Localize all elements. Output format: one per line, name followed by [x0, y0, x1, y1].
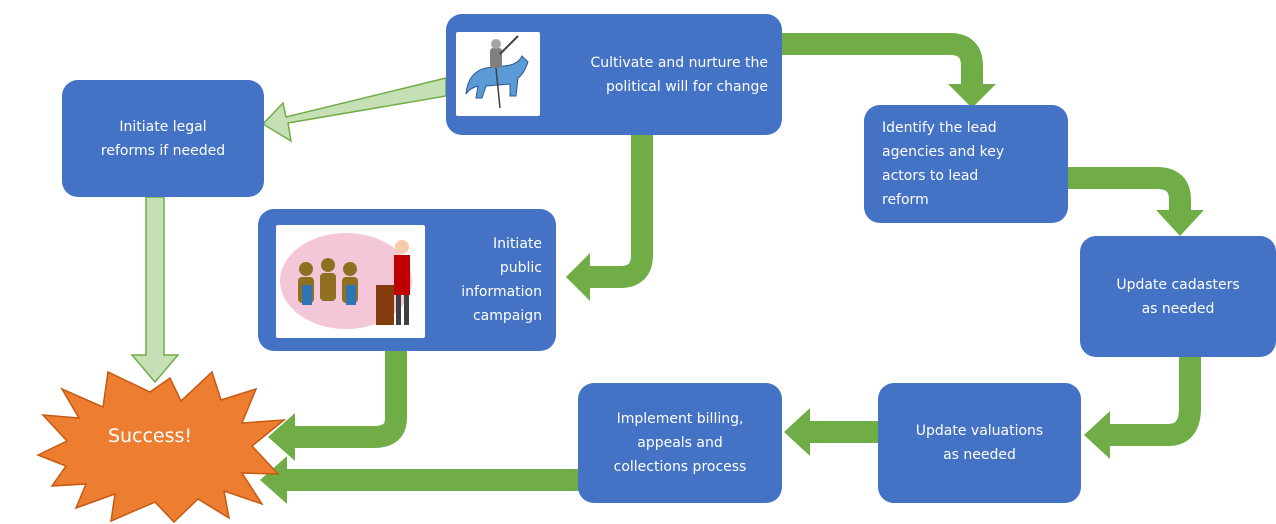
arrowhead-success-mid — [268, 413, 295, 461]
presentation-audience-icon — [276, 225, 425, 338]
success-label: Success! — [107, 425, 193, 447]
arrow-public-to-success — [293, 350, 407, 448]
arrow-political-to-lead — [782, 33, 983, 85]
node-valuations-label: Update valuations as needed — [915, 423, 1044, 463]
arrow-political-to-legal — [261, 77, 447, 143]
node-cadasters: Update cadasters as needed — [1080, 236, 1276, 357]
node-lead-agencies: Identify the lead agencies and key actor… — [864, 105, 1068, 223]
node-public-info-label: Initiate public information campaign — [461, 236, 542, 324]
node-political-will-label: Cultivate and nurture the political will… — [590, 54, 768, 95]
arrowhead-success-bottom — [260, 456, 287, 504]
arrowhead-billing — [784, 408, 810, 456]
node-valuations: Update valuations as needed — [878, 383, 1081, 503]
node-billing: Implement billing, appeals and collectio… — [578, 383, 782, 503]
arrow-lead-to-cadasters — [1068, 167, 1191, 213]
arrowhead-cadasters — [1156, 210, 1204, 236]
node-legal-reforms: Initiate legal reforms if needed — [62, 80, 264, 197]
arrowhead-lead — [948, 84, 996, 108]
arrow-political-to-public — [588, 135, 653, 288]
node-lead-agencies-label: Identify the lead agencies and key actor… — [882, 120, 1005, 208]
node-cadasters-label: Update cadasters as needed — [1116, 276, 1240, 317]
arrowhead-public — [566, 253, 590, 301]
knight-on-horse-icon — [456, 32, 540, 116]
node-legal-reforms-label: Initiate legal reforms if needed — [100, 118, 226, 159]
arrow-legal-to-success — [130, 196, 180, 384]
success-starburst — [36, 370, 287, 524]
arrow-cadasters-to-valuations — [1108, 357, 1201, 446]
arrowhead-valuations — [1084, 411, 1110, 459]
node-billing-label: Implement billing, appeals and collectio… — [613, 411, 747, 475]
